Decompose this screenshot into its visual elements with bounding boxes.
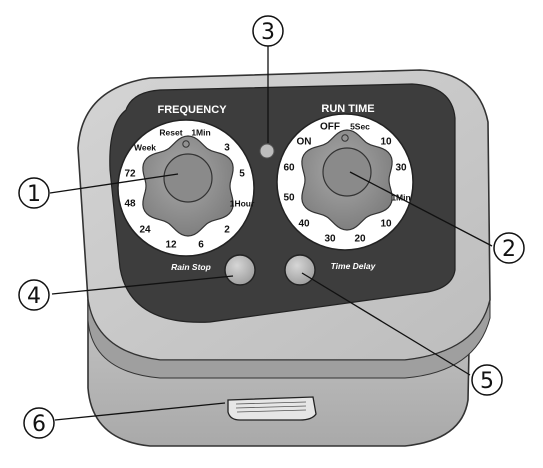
frequency-dial-indicator	[182, 140, 190, 148]
runtime-dial-label: 50	[283, 193, 295, 204]
callout-5-number: 5	[480, 369, 494, 394]
frequency-dial-label: 48	[124, 199, 136, 210]
frequency-dial-label: 72	[124, 169, 136, 180]
time-delay-button[interactable]	[284, 254, 316, 286]
callout-6-number: 6	[32, 412, 46, 437]
frequency-dial-label: 1Min	[191, 128, 210, 138]
runtime-dial-label: 40	[298, 219, 310, 230]
runtime-knob-center	[322, 147, 372, 197]
frequency-dial-label: 1Hour	[230, 199, 255, 209]
runtime-dial-label: 10	[380, 219, 392, 230]
frequency-dial-label: 6	[198, 240, 204, 251]
status-led	[259, 143, 275, 159]
time-delay-label: Time Delay	[331, 261, 377, 271]
callout-3-number: 3	[261, 20, 275, 45]
frequency-dial-label: 12	[165, 240, 177, 251]
callout-1-circle	[18, 177, 50, 209]
runtime-dial-label: ON	[297, 137, 312, 148]
rain-stop-button[interactable]	[224, 254, 256, 286]
callout-6-circle	[23, 407, 55, 439]
callout-2-circle	[493, 232, 525, 264]
frequency-dial-label: 5	[239, 169, 245, 180]
runtime-dial-label: 5Sec	[350, 122, 370, 132]
runtime-dial-label: 1Min	[391, 193, 410, 203]
frequency-dial-label: Week	[134, 143, 156, 153]
battery-tab[interactable]	[227, 396, 317, 421]
runtime-dial-label: 10	[380, 137, 392, 148]
runtime-dial-indicator	[341, 134, 349, 142]
callout-4-number: 4	[27, 284, 41, 309]
frequency-knob-center	[163, 153, 213, 203]
callout-5-circle	[471, 364, 503, 396]
frequency-dial[interactable]: Reset 1Min 3 5 1Hour 2 6 12 24 48 72 Week	[117, 119, 255, 257]
callout-lines	[49, 45, 493, 421]
frequency-dial-label: 24	[139, 225, 151, 236]
callout-3-circle	[252, 15, 284, 47]
runtime-dial[interactable]: OFF 5Sec 10 30 1Min 10 20 30 40 50 60 ON	[276, 113, 414, 251]
runtime-dial-label: OFF	[320, 122, 340, 133]
runtime-dial-label: 60	[283, 163, 295, 174]
runtime-dial-label: 30	[395, 163, 407, 174]
callout-1-number: 1	[27, 182, 41, 207]
run-time-label: RUN TIME	[321, 103, 374, 115]
frequency-label: FREQUENCY	[157, 104, 227, 116]
callout-4-circle	[18, 279, 50, 311]
callout-2-number: 2	[502, 237, 516, 262]
frequency-dial-label: 3	[224, 143, 230, 154]
rain-stop-label: Rain Stop	[171, 262, 211, 272]
frequency-dial-label: 2	[224, 225, 230, 236]
runtime-dial-label: 20	[354, 234, 366, 245]
housing-rim	[87, 299, 491, 379]
frequency-dial-label: Reset	[159, 128, 182, 138]
runtime-dial-label: 30	[324, 234, 336, 245]
